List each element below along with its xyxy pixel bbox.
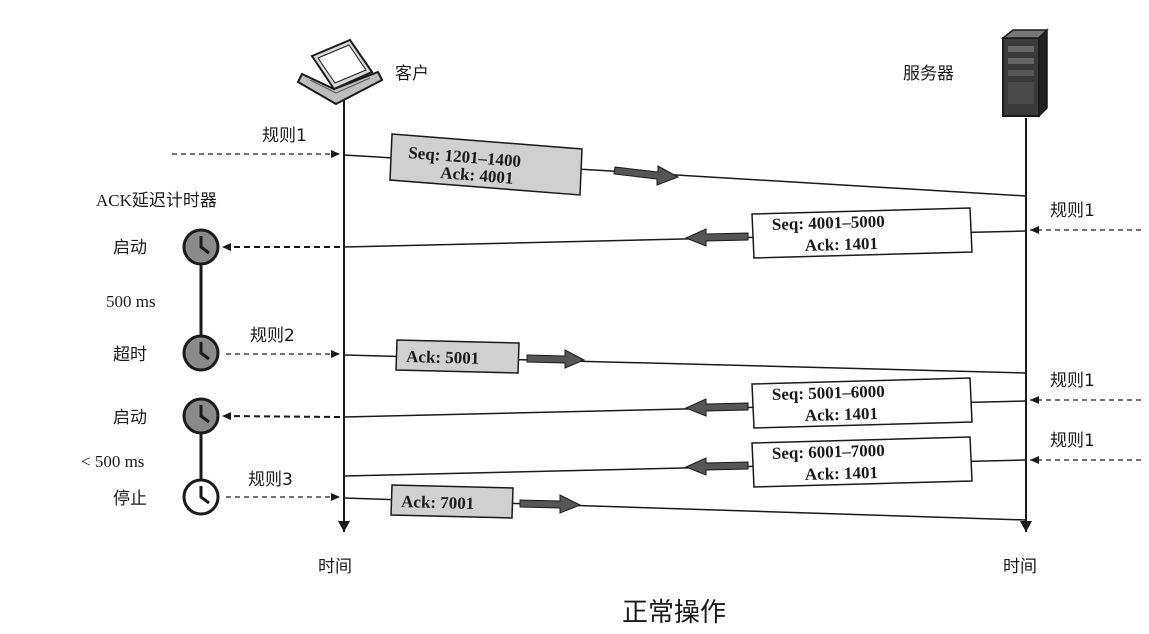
server-icon	[1000, 28, 1049, 118]
rule2-label: 规则2	[250, 326, 295, 346]
laptop-icon	[296, 38, 384, 106]
client-label: 客户	[395, 64, 429, 84]
message1-box: Seq: 1201–1400 Ack: 4001	[389, 133, 583, 196]
message5-seq: Seq: 6001–7000	[772, 441, 885, 463]
clock-icon	[182, 478, 220, 516]
ack-delay-timer-title: ACK延迟计时器	[96, 191, 217, 210]
timer-start2-label: 启动	[113, 408, 147, 428]
timer-interval1-label: 500 ms	[106, 292, 156, 311]
message3-ack: Ack: 5001	[406, 347, 480, 368]
server-time-label: 时间	[1003, 557, 1037, 577]
rule3-label: 规则3	[248, 470, 293, 490]
server-label: 服务器	[903, 64, 954, 84]
message3-box: Ack: 5001	[395, 339, 520, 374]
rule1-server-label-b: 规则1	[1050, 371, 1095, 391]
rule1-server-label-c: 规则1	[1050, 431, 1095, 451]
message2-box: Seq: 4001–5000 Ack: 1401	[751, 207, 973, 259]
message4-ack: Ack: 1401	[805, 404, 879, 425]
message4-seq: Seq: 5001–6000	[772, 382, 885, 404]
client-time-label: 时间	[318, 557, 352, 577]
rule1-server-label-a: 规则1	[1050, 201, 1095, 221]
timer-interval2-label: < 500 ms	[81, 452, 144, 471]
message6-ack: Ack: 7001	[401, 492, 475, 513]
message4-box: Seq: 5001–6000 Ack: 1401	[751, 377, 973, 429]
clock-icon	[182, 228, 220, 266]
timer-stop-label: 停止	[113, 489, 147, 509]
message2-ack: Ack: 1401	[805, 234, 879, 255]
message2-direction-arrow	[684, 228, 749, 247]
clock-icon	[182, 334, 220, 372]
message3-direction-arrow	[526, 349, 586, 369]
message5-box: Seq: 6001–7000 Ack: 1401	[751, 436, 973, 488]
message6-direction-arrow	[519, 494, 582, 514]
message5-ack: Ack: 1401	[805, 463, 879, 484]
message2-seq: Seq: 4001–5000	[772, 212, 885, 234]
message5-direction-arrow	[684, 457, 749, 476]
clock-icon	[182, 397, 220, 435]
message4-direction-arrow	[684, 398, 749, 417]
timer-start1-label: 启动	[113, 238, 147, 258]
message1-direction-arrow	[613, 165, 680, 186]
timer-start2-arrow	[221, 412, 341, 421]
diagram-caption: 正常操作	[622, 598, 726, 628]
rule1-client-label: 规则1	[262, 126, 307, 146]
message6-box: Ack: 7001	[390, 484, 514, 519]
timer-timeout-label: 超时	[113, 345, 147, 365]
